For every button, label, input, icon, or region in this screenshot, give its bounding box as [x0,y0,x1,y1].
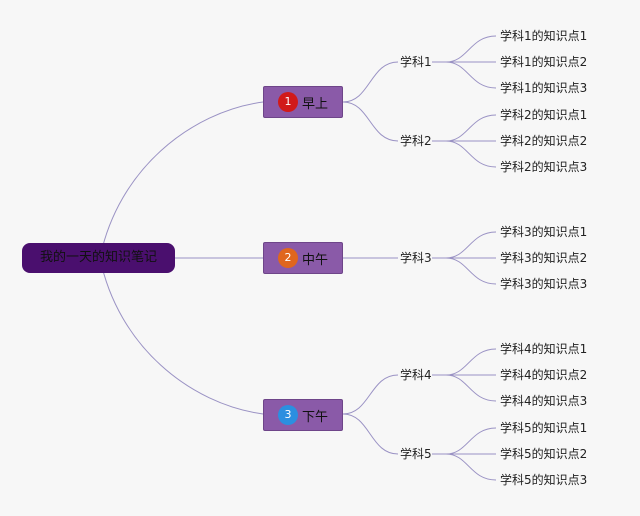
knowledge-point[interactable]: 学科5的知识点1 [500,421,588,435]
knowledge-point[interactable]: 学科5的知识点3 [500,473,588,487]
knowledge-point[interactable]: 学科4的知识点1 [500,342,588,356]
knowledge-point[interactable]: 学科5的知识点2 [500,447,588,461]
subject-node[interactable]: 学科2 [400,134,432,148]
knowledge-point[interactable]: 学科2的知识点2 [500,134,588,148]
knowledge-point[interactable]: 学科4的知识点3 [500,394,588,408]
knowledge-point[interactable]: 学科1的知识点3 [500,81,588,95]
subject-node[interactable]: 学科3 [400,251,432,265]
branch-node-noon[interactable]: 2 中午 [263,242,343,274]
knowledge-point[interactable]: 学科4的知识点2 [500,368,588,382]
knowledge-point[interactable]: 学科3的知识点2 [500,251,588,265]
root-label: 我的一天的知识笔记 [39,250,157,265]
subject-node[interactable]: 学科4 [400,368,432,382]
knowledge-point[interactable]: 学科2的知识点1 [500,108,588,122]
branch-label: 中午 [301,252,328,268]
knowledge-point[interactable]: 学科1的知识点1 [500,29,588,43]
branch-label: 早上 [301,96,328,112]
knowledge-point[interactable]: 学科3的知识点3 [500,277,588,291]
knowledge-point[interactable]: 学科3的知识点1 [500,225,588,239]
branch-node-afternoon[interactable]: 3 下午 [263,399,343,431]
knowledge-point[interactable]: 学科2的知识点3 [500,160,588,174]
branch-node-morning[interactable]: 1 早上 [263,86,343,118]
priority-1-badge-icon: 1 [277,92,298,112]
branch-label: 下午 [301,409,328,425]
priority-3-badge-icon: 3 [277,405,298,425]
subject-node[interactable]: 学科1 [400,55,432,69]
root-node[interactable]: 我的一天的知识笔记 [22,243,175,273]
priority-2-badge-icon: 2 [277,248,298,268]
knowledge-point[interactable]: 学科1的知识点2 [500,55,588,69]
subject-node[interactable]: 学科5 [400,447,432,461]
